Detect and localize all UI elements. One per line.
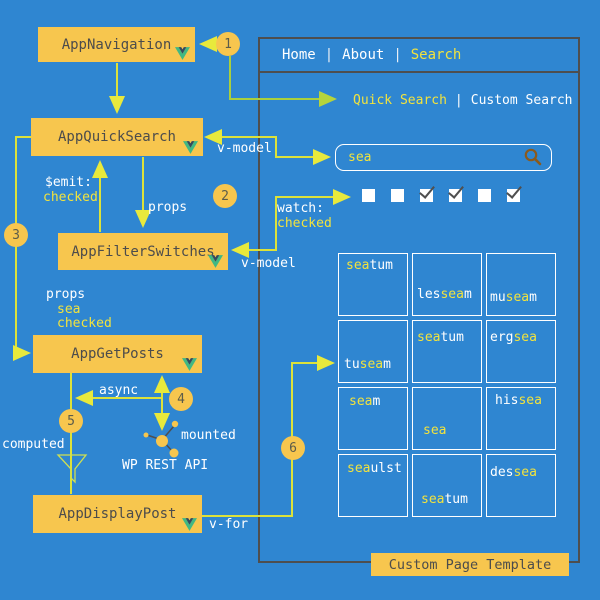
vue-logo-icon — [208, 255, 223, 268]
result-card[interactable]: ergsea — [486, 320, 556, 383]
funnel-icon — [56, 454, 88, 484]
nav-divider — [258, 71, 580, 73]
component-box-appgetposts: AppGetPosts — [33, 335, 202, 373]
label-props-arrow: props — [148, 200, 188, 215]
page-template-panel: Home | About | Search Quick Search | Cus… — [258, 37, 580, 563]
label-v-model-switches: v-model — [241, 256, 296, 271]
search-field-wrapper — [335, 144, 552, 171]
label-props-block: props — [46, 287, 86, 302]
step-circle-1: 1 — [216, 32, 240, 56]
vue-logo-icon — [182, 518, 197, 531]
filter-checkbox[interactable] — [391, 189, 404, 202]
label-wp-rest-api: WP REST API — [122, 458, 209, 473]
result-card[interactable]: dessea — [486, 454, 556, 517]
label-async: async — [99, 383, 139, 398]
subnav-separator: | — [454, 93, 463, 108]
component-label: AppDisplayPost — [58, 506, 177, 522]
filter-checkbox[interactable] — [449, 189, 462, 202]
nav-link-about[interactable]: About — [342, 47, 385, 63]
label-v-for: v-for — [209, 517, 249, 532]
search-input[interactable] — [336, 145, 551, 170]
search-mode-tabs: Quick Search | Custom Search — [353, 93, 573, 108]
filter-checkbox[interactable] — [362, 189, 375, 202]
search-icon[interactable] — [523, 147, 543, 167]
tab-quick-search[interactable]: Quick Search — [353, 93, 447, 108]
label-emit: $emit: — [45, 175, 92, 190]
step-circle-6: 6 — [281, 436, 305, 460]
filter-checkbox[interactable] — [507, 189, 520, 202]
results-grid: seatum lesseam museam tuseam seatum ergs… — [338, 253, 556, 517]
label-watch-checked: checked — [277, 216, 332, 231]
component-box-appnavigation: AppNavigation — [38, 27, 195, 62]
label-v-model-search: v-model — [217, 141, 272, 156]
step-circle-2: 2 — [213, 184, 237, 208]
nav-link-home[interactable]: Home — [282, 47, 316, 63]
filter-checkbox[interactable] — [420, 189, 433, 202]
step-circle-3: 3 — [4, 223, 28, 247]
step-circle-5: 5 — [59, 409, 83, 433]
label-props-sea: sea — [57, 302, 81, 317]
nav-separator: | — [393, 47, 402, 63]
result-card[interactable]: seatum — [338, 253, 408, 316]
result-card[interactable]: sea — [412, 387, 482, 450]
result-card[interactable]: lesseam — [412, 253, 482, 316]
label-watch: watch: — [277, 201, 324, 216]
step-circle-4: 4 — [169, 387, 193, 411]
component-box-appquicksearch: AppQuickSearch — [31, 118, 203, 156]
custom-page-template-badge: Custom Page Template — [371, 553, 569, 576]
result-card[interactable]: seatum — [412, 454, 482, 517]
label-props-checked: checked — [57, 316, 112, 331]
component-box-appfilterswitches: AppFilterSwitches — [58, 233, 228, 270]
result-card[interactable]: seaulst — [338, 454, 408, 517]
nav-link-search[interactable]: Search — [410, 47, 462, 63]
component-label: AppGetPosts — [71, 346, 164, 362]
component-label: AppQuickSearch — [57, 129, 176, 145]
label-computed: computed — [2, 437, 65, 452]
tab-custom-search[interactable]: Custom Search — [470, 93, 573, 108]
api-molecule-icon — [143, 420, 179, 458]
component-label: AppNavigation — [61, 36, 172, 53]
filter-switches-row — [362, 189, 520, 202]
vue-logo-icon — [183, 141, 198, 154]
vue-logo-icon — [182, 358, 197, 371]
result-card[interactable]: seam — [338, 387, 408, 450]
result-card[interactable]: tuseam — [338, 320, 408, 383]
site-nav: Home | About | Search — [260, 39, 578, 71]
result-card[interactable]: hissea — [486, 387, 556, 450]
result-card[interactable]: museam — [486, 253, 556, 316]
vue-logo-icon — [175, 47, 190, 60]
label-mounted: mounted — [181, 428, 236, 443]
label-emit-checked: checked — [43, 190, 98, 205]
component-box-appdisplaypost: AppDisplayPost — [33, 495, 202, 533]
filter-checkbox[interactable] — [478, 189, 491, 202]
result-card[interactable]: seatum — [412, 320, 482, 383]
nav-separator: | — [324, 47, 334, 63]
component-label: AppFilterSwitches — [71, 243, 215, 260]
